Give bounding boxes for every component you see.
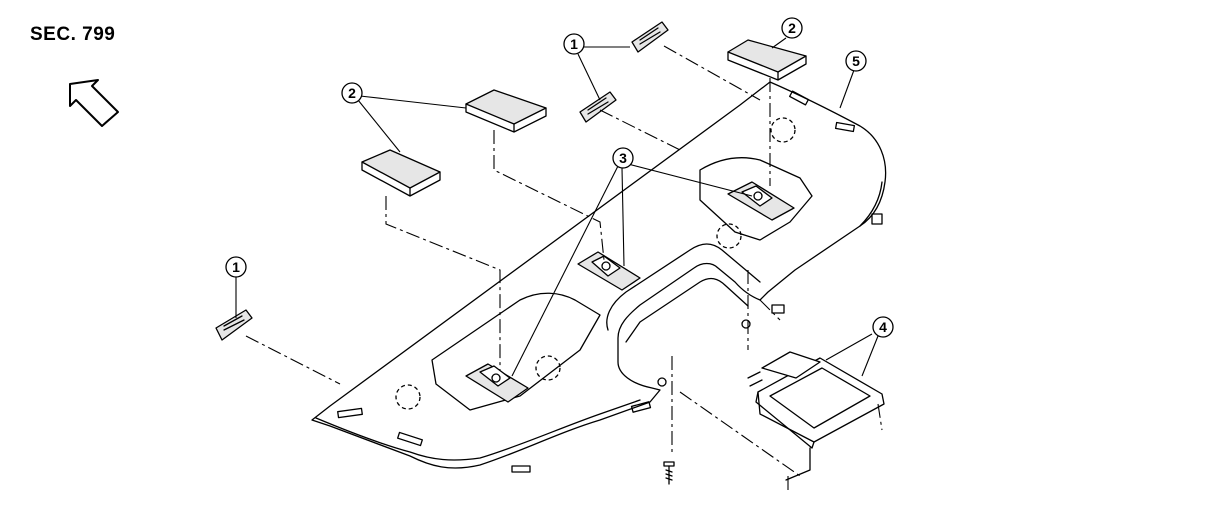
callout-5: 5 <box>845 50 867 72</box>
callout-1-top: 1 <box>563 33 585 55</box>
svg-text:1: 1 <box>570 36 578 52</box>
callout-4: 4 <box>872 316 894 338</box>
clip-top-right <box>631 21 669 53</box>
mounting-screw <box>663 461 675 485</box>
callout-2-top: 2 <box>781 17 803 39</box>
cover-right <box>727 39 807 81</box>
svg-text:5: 5 <box>852 53 860 69</box>
section-label: SEC. 799 <box>30 24 116 45</box>
speaker-bracket-right <box>727 181 795 221</box>
cover-left-rear <box>465 89 547 133</box>
assembly-lines <box>245 45 883 492</box>
svg-text:1: 1 <box>232 259 240 275</box>
clip-top-left <box>579 91 617 123</box>
callout-1-left: 1 <box>225 256 247 278</box>
speaker-bracket-left <box>465 363 529 403</box>
cover-left-front <box>361 149 441 197</box>
svg-text:4: 4 <box>879 319 887 335</box>
svg-text:2: 2 <box>348 85 356 101</box>
high-mounted-stop-lamp <box>747 351 885 481</box>
callout-2-left: 2 <box>341 82 363 104</box>
svg-text:3: 3 <box>619 150 627 166</box>
svg-text:2: 2 <box>788 20 796 36</box>
callout-3: 3 <box>612 147 634 169</box>
speaker-bracket-center <box>577 251 641 291</box>
leader-lines <box>235 37 879 377</box>
clip-left <box>215 309 253 341</box>
front-direction-arrow-icon <box>69 79 119 127</box>
